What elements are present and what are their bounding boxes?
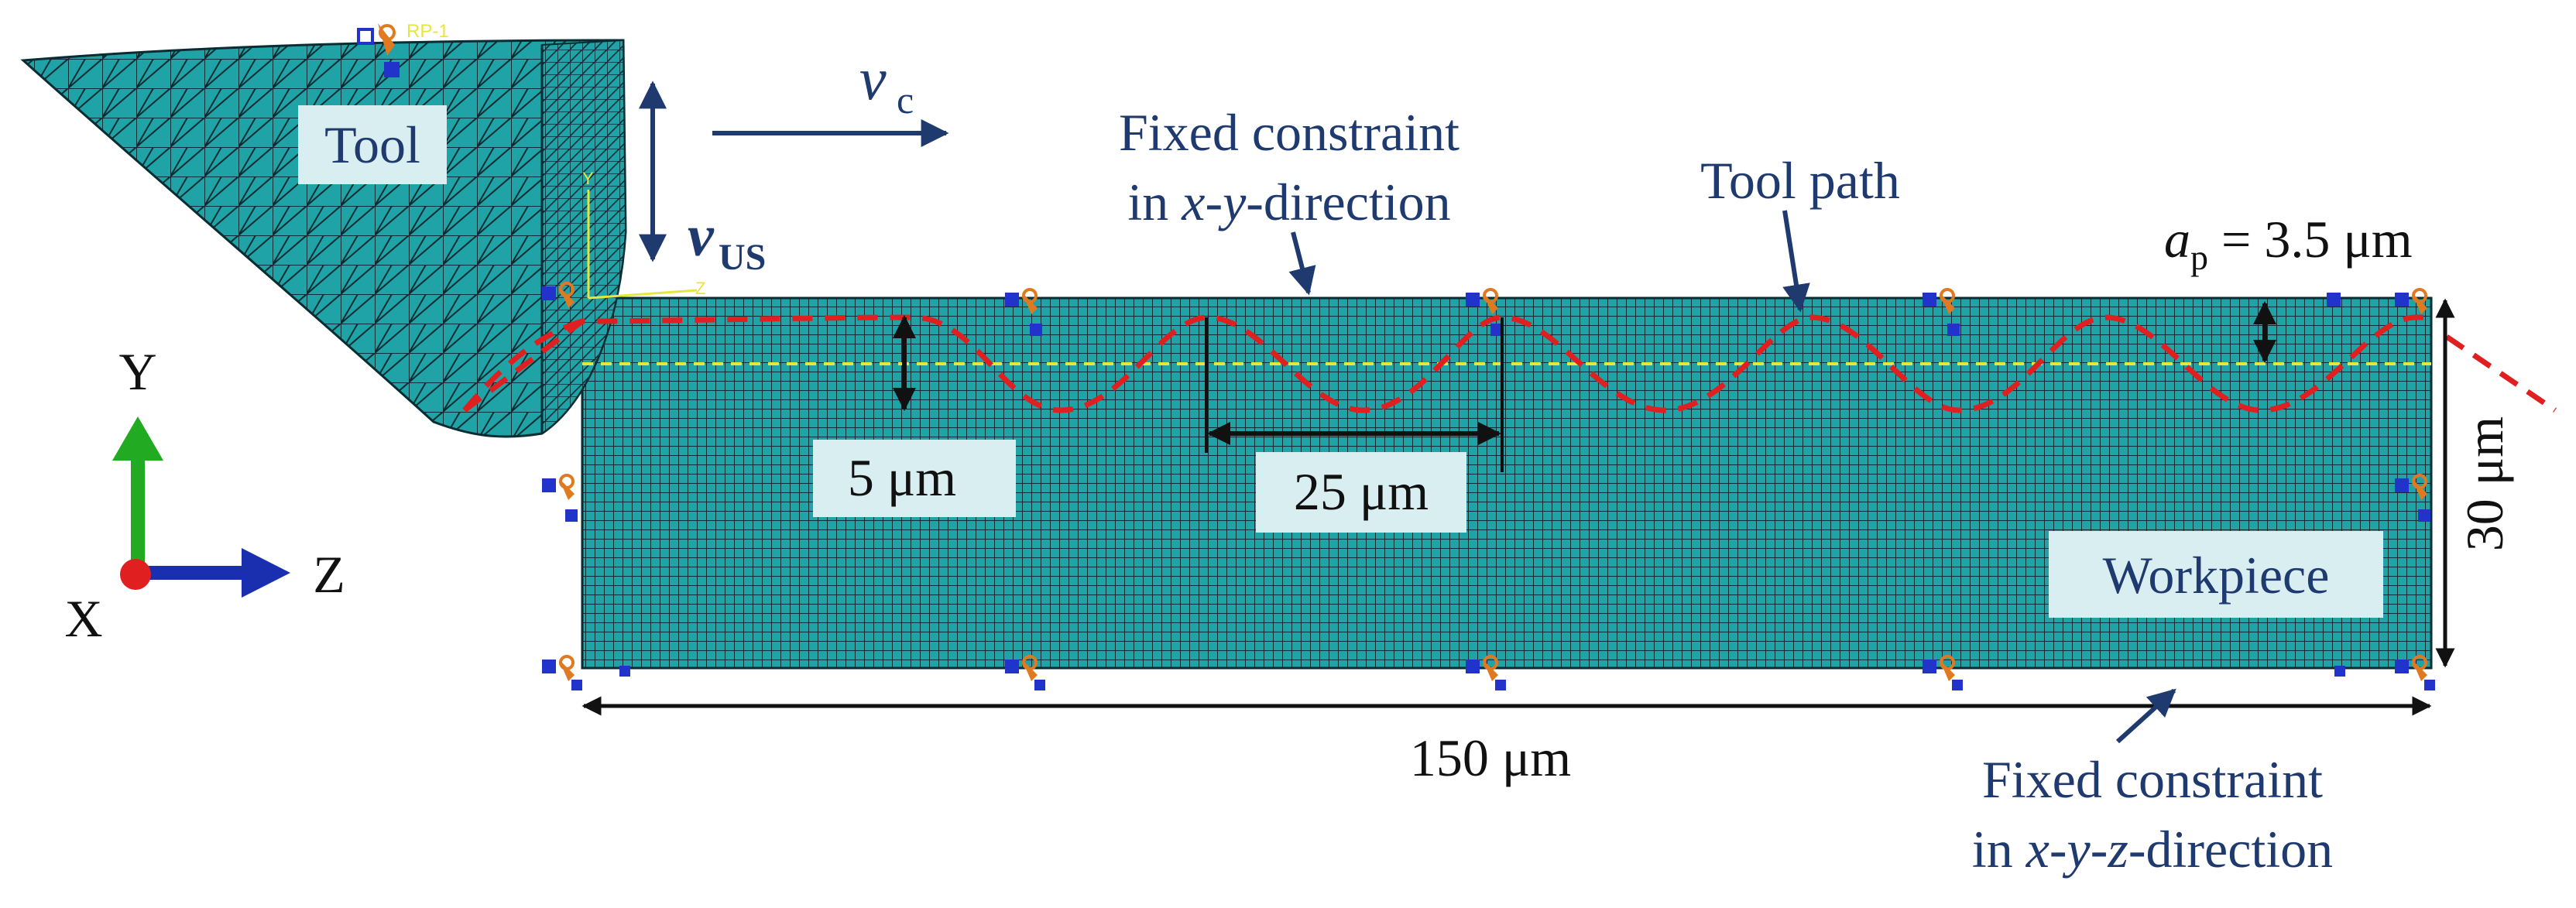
tool-path-pointer [1782,210,1810,313]
constraint-marker-xyz [1923,655,1963,690]
ap-label: ap = 3.5 μm [2164,210,2413,277]
tool-mesh [20,39,627,438]
reference-point-marker: RP-1 [357,21,449,77]
vus-label-sub: US [719,237,766,278]
constraint-marker [1923,288,1960,336]
constraint-marker [542,474,578,522]
boundary-markers [542,282,2435,690]
svg-text:Z: Z [695,279,705,298]
axis-y-label: Y [118,342,156,401]
dim-5-label: 5 μm [848,448,956,507]
constraint-marker [2327,288,2427,314]
workpiece-label-box [2049,531,2383,618]
tool-path-exit [2445,334,2557,413]
constraint-marker [542,282,575,308]
x-axis-dot [120,559,151,590]
fixed-constraint-xyz-line1: Fixed constraint [1982,750,2323,809]
vc-label-sub: c [897,78,914,122]
dim-5-box [813,440,1016,517]
workpiece-label: Workpiece [2103,546,2330,605]
constraint-marker [1466,288,1503,336]
fixed-constraint-xy-pointer [1288,231,1316,296]
vus-label: v [688,204,715,269]
constraint-marker [2395,474,2430,522]
fixed-constraint-xy-line2: in x-y-direction [1127,173,1450,231]
constraint-marker-xyz [1466,655,1506,690]
svg-text:Y: Y [582,169,594,188]
tool-path-curve [462,314,2431,413]
axis-x-label: X [64,589,102,648]
dim-150-label: 150 μm [1410,728,1571,787]
tool-path-label: Tool path [1700,151,1900,210]
tool-label: Tool [324,115,420,174]
vc-label: v [859,45,887,112]
constraint-marker [1005,288,1042,336]
dim-30-label: 30 μm [2455,416,2514,551]
rp-tag: RP-1 [406,21,449,42]
fixed-constraint-xyz-pointer [2115,688,2176,744]
tool-local-axes: Y Z [582,169,705,300]
fixed-constraint-xy-line1: Fixed constraint [1119,103,1460,162]
axis-z-label: Z [313,545,345,604]
y-axis-arrowhead [112,416,163,461]
fixed-constraint-xyz-line2: in x-y-z-direction [1972,820,2333,879]
z-axis-arrowhead [242,548,290,598]
constraint-marker-xyz [542,655,630,690]
axis-triad: Y Z X [64,342,345,648]
tool-label-box [298,105,447,184]
constraint-marker-xyz [2334,655,2435,690]
constraint-marker-xyz [1005,655,1045,690]
dim-25-box [1256,452,1466,533]
dim-25-label: 25 μm [1294,462,1429,521]
